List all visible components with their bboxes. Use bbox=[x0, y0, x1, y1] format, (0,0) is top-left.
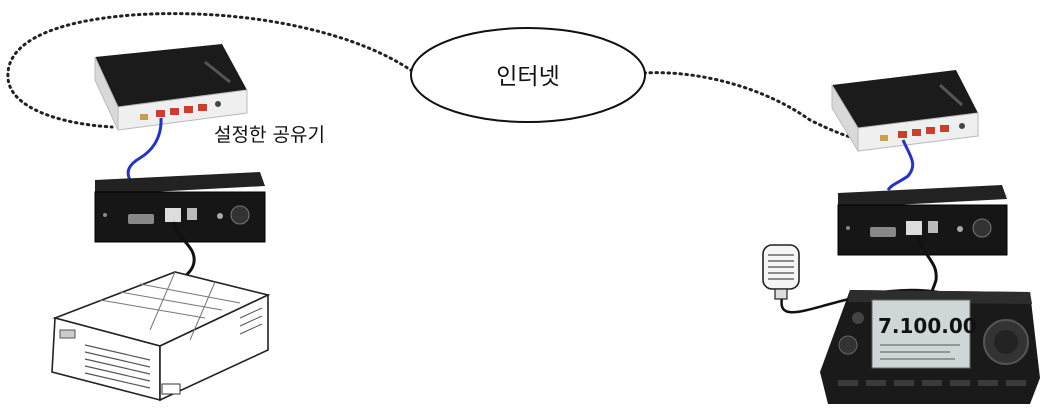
remote-box-left-icon bbox=[94, 172, 266, 243]
network-cable-right bbox=[886, 139, 915, 191]
radio-right-icon: 7.100.00 bbox=[820, 290, 1040, 404]
radio-frequency: 7.100.00 bbox=[878, 314, 977, 338]
microphone-icon bbox=[762, 244, 800, 300]
network-cable-left bbox=[126, 117, 163, 181]
router-right-icon bbox=[831, 70, 979, 153]
dotted-link-left bbox=[6, 12, 414, 129]
router-left-label: 설정한 공유기 bbox=[214, 124, 325, 146]
radio-left-icon bbox=[51, 271, 271, 402]
radio-display bbox=[871, 299, 971, 369]
internet-node: 인터넷 bbox=[410, 27, 646, 123]
router-left-icon bbox=[94, 44, 248, 131]
mic-cable bbox=[780, 288, 939, 314]
internet-ellipse bbox=[410, 27, 646, 123]
internet-label: 인터넷 bbox=[496, 64, 559, 90]
